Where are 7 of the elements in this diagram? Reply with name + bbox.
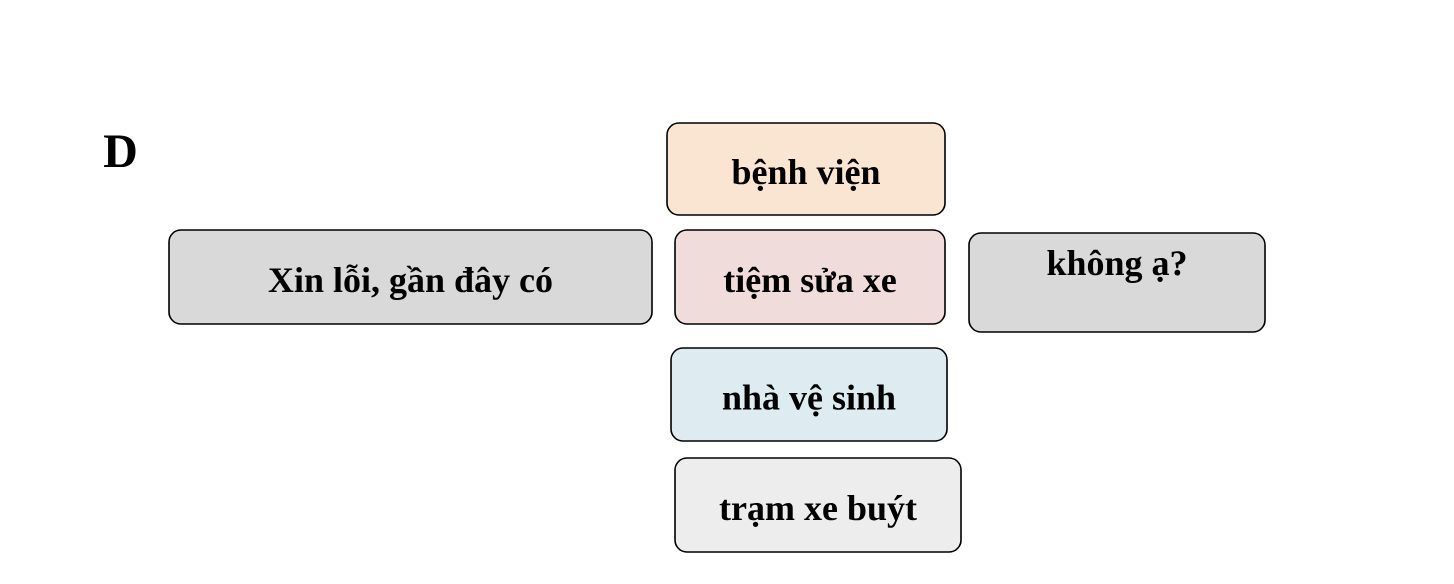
letter-label: D xyxy=(104,135,136,168)
rounded-box: trạm xe buýt xyxy=(674,457,962,553)
rounded-box: bệnh viện xyxy=(666,122,946,216)
rounded-box: nhà vệ sinh xyxy=(670,347,948,442)
rounded-box: tiệm sửa xe xyxy=(674,229,946,325)
rounded-box: không ạ? xyxy=(968,232,1266,333)
rounded-box: Xin lỗi, gần đây có xyxy=(168,229,653,325)
